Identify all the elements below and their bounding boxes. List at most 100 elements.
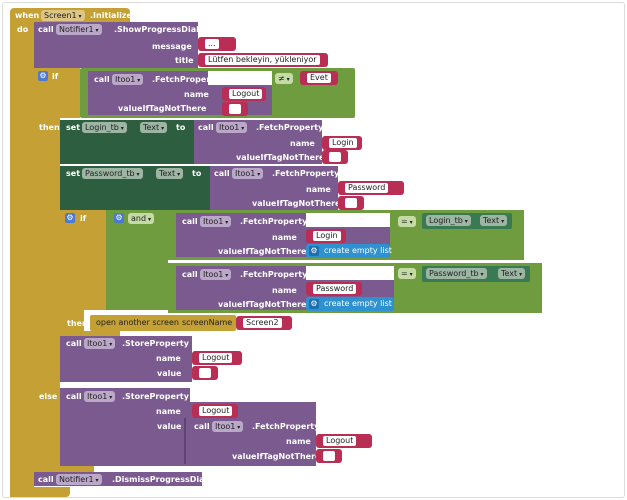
store-property-block-1[interactable]: call Itoo1 .StoreProperty name value: [60, 336, 192, 382]
fetch-property-method: .FetchProperty: [252, 422, 320, 431]
login-tb-component-dropdown[interactable]: Login_tb: [82, 122, 127, 133]
itoo1-component-dropdown[interactable]: Itoo1: [112, 74, 144, 85]
inner-if-mutator-gear-icon[interactable]: ⚙: [65, 213, 75, 223]
itoo1-component-dropdown[interactable]: Itoo1: [212, 421, 244, 432]
list-mutator-gear-icon[interactable]: ⚙: [309, 299, 319, 309]
value-param-label: value: [157, 369, 182, 378]
password-string-block[interactable]: Password: [306, 282, 362, 296]
empty-string-block[interactable]: [316, 449, 342, 463]
screen2-string-value[interactable]: Screen2: [243, 318, 282, 328]
call-keyword: call: [38, 25, 54, 34]
logout-string-value[interactable]: Logout: [229, 89, 263, 99]
call-keyword: call: [38, 475, 54, 484]
fetch-password-block[interactable]: call Itoo1 .FetchProperty name valueIfTa…: [210, 166, 340, 210]
value-param-label: value: [157, 422, 182, 431]
show-progress-dialog-block[interactable]: call Notifier1 .ShowProgressDialog messa…: [34, 22, 210, 68]
create-empty-list-block[interactable]: ⚙ create empty list: [306, 244, 392, 258]
store-header-white-gap: [190, 388, 316, 402]
password-string-value[interactable]: Password: [313, 284, 357, 294]
create-empty-list-label: create empty list: [324, 299, 392, 308]
login-string-block[interactable]: Login: [322, 136, 362, 150]
password-tb-component-dropdown[interactable]: Password_tb: [82, 168, 143, 179]
screen-name-param-label: screenName: [182, 318, 233, 327]
text-property-dropdown[interactable]: Text: [140, 122, 168, 133]
value-if-tag-not-there-label: valueIfTagNotThere: [218, 247, 307, 256]
screen2-string-block[interactable]: Screen2: [236, 316, 292, 330]
logout-string-block[interactable]: Logout: [222, 87, 266, 101]
to-keyword: to: [176, 123, 186, 132]
nested-fetch-logout-block[interactable]: call Itoo1 .FetchProperty name valueIfTa…: [184, 418, 320, 464]
text-property-dropdown[interactable]: Text: [480, 215, 508, 226]
set-login-tb-text-block[interactable]: set Login_tb Text to: [60, 120, 194, 164]
password-string-block[interactable]: Password: [338, 181, 404, 195]
notifier1-component-dropdown[interactable]: Notifier1: [56, 24, 102, 35]
text-property-dropdown[interactable]: Text: [498, 268, 526, 279]
evet-string-block[interactable]: Evet: [300, 71, 338, 85]
create-empty-list-block[interactable]: ⚙ create empty list: [306, 297, 394, 311]
login-tb-component-dropdown[interactable]: Login_tb: [426, 215, 471, 226]
call-keyword: call: [66, 392, 82, 401]
name-param-label: name: [306, 185, 331, 194]
empty-string-block[interactable]: [322, 150, 348, 164]
login-string-value[interactable]: Login: [313, 231, 341, 241]
login-tb-text-getter-block[interactable]: Login_tb Text: [422, 213, 512, 229]
itoo1-component-dropdown[interactable]: Itoo1: [84, 391, 116, 402]
set-password-tb-text-block[interactable]: set Password_tb Text to: [60, 166, 210, 210]
evet-string-value[interactable]: Evet: [307, 73, 331, 83]
screen-initialize-event-block[interactable]: when Screen1 .Initialize: [10, 8, 132, 22]
itoo1-component-dropdown[interactable]: Itoo1: [232, 168, 264, 179]
name-param-label: name: [290, 139, 315, 148]
logout-string-block[interactable]: Logout: [316, 434, 372, 448]
itoo1-component-dropdown[interactable]: Itoo1: [200, 269, 232, 280]
text-property-dropdown[interactable]: Text: [156, 168, 184, 179]
login-string-block[interactable]: Login: [306, 229, 346, 243]
empty-string-value[interactable]: [345, 198, 357, 208]
empty-string-block[interactable]: [192, 366, 218, 380]
and-block[interactable]: [106, 210, 168, 310]
title-string-block[interactable]: Lütfen bekleyin, yükleniyor: [198, 53, 328, 67]
logout-string-block[interactable]: Logout: [192, 404, 238, 418]
empty-string-block[interactable]: [222, 102, 248, 116]
password-string-value[interactable]: Password: [345, 183, 389, 193]
if-else-block[interactable]: [34, 68, 60, 472]
empty-string-value[interactable]: [323, 451, 335, 461]
empty-string-value[interactable]: [329, 152, 341, 162]
password-tb-component-dropdown[interactable]: Password_tb: [426, 268, 487, 279]
screen1-component-dropdown[interactable]: Screen1: [41, 10, 85, 21]
call-keyword: call: [214, 169, 230, 178]
itoo1-component-dropdown[interactable]: Itoo1: [84, 338, 116, 349]
and-operator-dropdown[interactable]: and: [128, 213, 154, 224]
fetch-login-block[interactable]: call Itoo1 .FetchProperty name valueIfTa…: [194, 120, 325, 164]
message-string-value[interactable]: ...: [205, 39, 219, 49]
create-empty-list-label: create empty list: [324, 246, 392, 255]
logout-string-value[interactable]: Logout: [199, 353, 233, 363]
when-keyword: when: [15, 11, 40, 20]
if-mutator-gear-icon[interactable]: ⚙: [38, 71, 48, 81]
title-string-value[interactable]: Lütfen bekleyin, yükleniyor: [205, 55, 320, 65]
initialize-event-name: .Initialize: [90, 11, 132, 20]
empty-string-value[interactable]: [229, 104, 241, 114]
logout-string-block[interactable]: Logout: [192, 351, 242, 365]
and-mutator-gear-icon[interactable]: ⚙: [114, 213, 124, 223]
password-tb-text-getter-block[interactable]: Password_tb Text: [422, 266, 530, 282]
logout-string-value[interactable]: Logout: [323, 436, 357, 446]
empty-string-block[interactable]: [338, 196, 364, 210]
logout-string-value[interactable]: Logout: [199, 406, 233, 416]
if-keyword: if: [52, 72, 59, 81]
login-string-value[interactable]: Login: [329, 138, 357, 148]
notifier1-component-dropdown[interactable]: Notifier1: [56, 474, 102, 485]
itoo1-component-dropdown[interactable]: Itoo1: [216, 122, 248, 133]
dismiss-progress-dialog-block[interactable]: call Notifier1 .DismissProgressDialog: [34, 472, 218, 486]
equals-operator-dropdown[interactable]: =: [398, 216, 416, 227]
name-param-label: name: [184, 90, 209, 99]
store-property-method: .StoreProperty: [122, 339, 189, 348]
not-equal-operator-dropdown[interactable]: ≠: [275, 73, 293, 84]
value-if-tag-not-there-label: valueIfTagNotThere: [236, 153, 325, 162]
list-mutator-gear-icon[interactable]: ⚙: [309, 246, 319, 256]
itoo1-component-dropdown[interactable]: Itoo1: [200, 216, 232, 227]
message-string-block[interactable]: ...: [198, 37, 236, 51]
open-another-screen-block[interactable]: open another screen screenName: [90, 315, 236, 331]
equals-operator-dropdown[interactable]: =: [398, 268, 416, 279]
empty-string-value[interactable]: [199, 368, 211, 378]
